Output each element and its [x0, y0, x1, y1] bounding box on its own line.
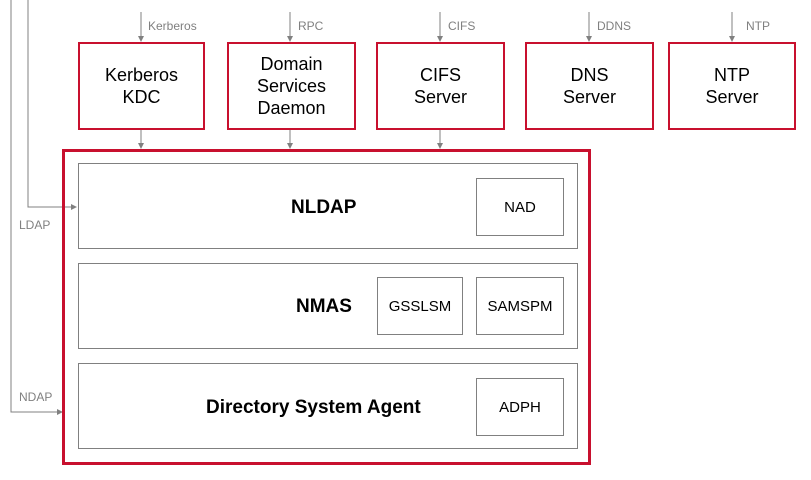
cifs-server-line-1: CIFS — [419, 65, 461, 85]
nmas-title: NMAS — [296, 296, 352, 317]
samspm-module: SAMSPM — [476, 277, 564, 335]
ntp-server-line-1: NTP — [714, 65, 750, 85]
ldap-protocol-label: LDAP — [19, 218, 51, 232]
adph-module: ADPH — [476, 378, 564, 436]
dns-server-line-1: DNS — [570, 65, 609, 85]
domain-services-daemon-line-3: Daemon — [257, 98, 326, 118]
domain-services-daemon-box: Domain Services Daemon — [227, 42, 356, 130]
ddns-protocol-label: DDNS — [597, 19, 632, 33]
domain-services-daemon-line-1: Domain — [260, 54, 323, 74]
dns-server-box: DNS Server — [525, 42, 654, 130]
ntp-server-box: NTP Server — [668, 42, 796, 130]
dsa-layer: Directory System Agent ADPH — [78, 363, 578, 449]
ndap-connector — [10, 0, 63, 415]
ndap-protocol-label: NDAP — [19, 390, 53, 404]
nmas-layer: NMAS GSSLSM SAMSPM — [78, 263, 578, 349]
ldap-connector — [27, 0, 77, 210]
dns-server-line-2: Server — [562, 87, 616, 107]
nldap-title: NLDAP — [291, 197, 357, 218]
kerberos-kdc-line-2: KDC — [122, 87, 161, 107]
dsa-title: Directory System Agent — [206, 397, 421, 418]
kerberos-protocol-label: Kerberos — [148, 19, 197, 33]
directory-stack-container: NLDAP NAD NMAS GSSLSM SAMSPM Directory S… — [62, 149, 591, 465]
cifs-protocol-label: CIFS — [448, 19, 476, 33]
domain-services-daemon-line-2: Services — [256, 76, 327, 96]
nad-module: NAD — [476, 178, 564, 236]
cifs-server-line-2: Server — [413, 87, 467, 107]
kerberos-kdc-line-1: Kerberos — [104, 65, 179, 85]
nldap-layer: NLDAP NAD — [78, 163, 578, 249]
kerberos-kdc-box: Kerberos KDC — [78, 42, 205, 130]
gsslsm-module: GSSLSM — [377, 277, 463, 335]
ntp-protocol-label: NTP — [746, 19, 770, 33]
ntp-server-line-2: Server — [705, 87, 759, 107]
rpc-protocol-label: RPC — [298, 19, 324, 33]
cifs-server-box: CIFS Server — [376, 42, 505, 130]
